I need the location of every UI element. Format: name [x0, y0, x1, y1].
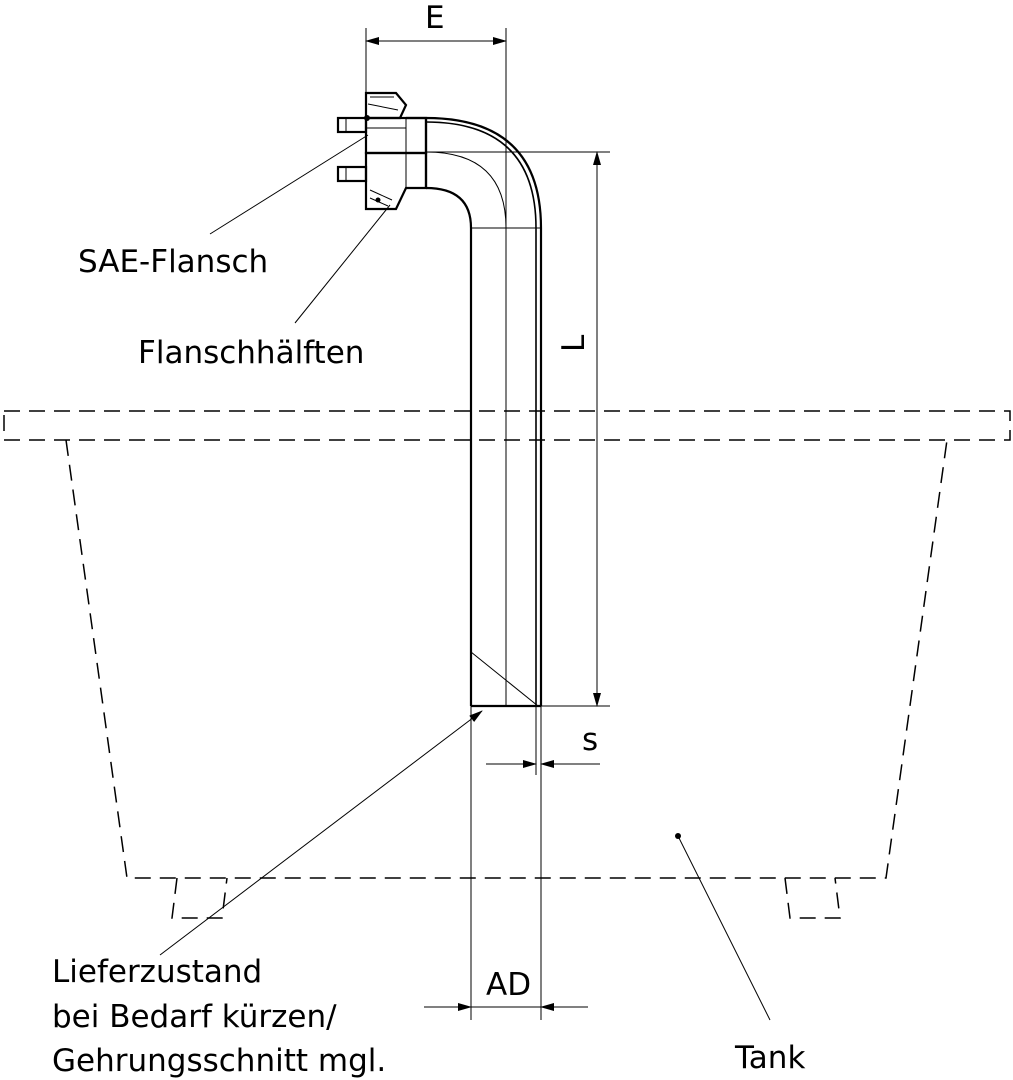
tank-outline — [3, 410, 1011, 919]
label-flange-halves: Flanschhälften — [138, 335, 364, 371]
label-tank: Tank — [734, 1040, 805, 1076]
leader-sae-flange — [209, 134, 369, 235]
label-dim-ad: AD — [486, 967, 531, 1003]
label-supply-line1: Lieferzustand — [52, 954, 262, 990]
dimension-ad — [424, 706, 588, 1020]
leader-flange-halves — [294, 204, 391, 324]
label-supply-line2: bei Bedarf kürzen/ — [52, 999, 337, 1035]
label-supply-line3: Gehrungsschnitt mgl. — [52, 1043, 386, 1079]
dimension-e — [365, 28, 507, 228]
label-dim-l: L — [556, 334, 592, 352]
dimension-s — [486, 706, 600, 1020]
label-dim-s: s — [582, 722, 598, 758]
suction-pipe — [406, 116, 543, 708]
dimension-l — [426, 151, 610, 707]
label-dim-e: E — [425, 0, 445, 36]
sae-flange — [336, 91, 428, 211]
leader-tank — [675, 833, 771, 1021]
leader-supply-state — [159, 710, 483, 956]
label-sae-flange: SAE-Flansch — [78, 244, 268, 280]
